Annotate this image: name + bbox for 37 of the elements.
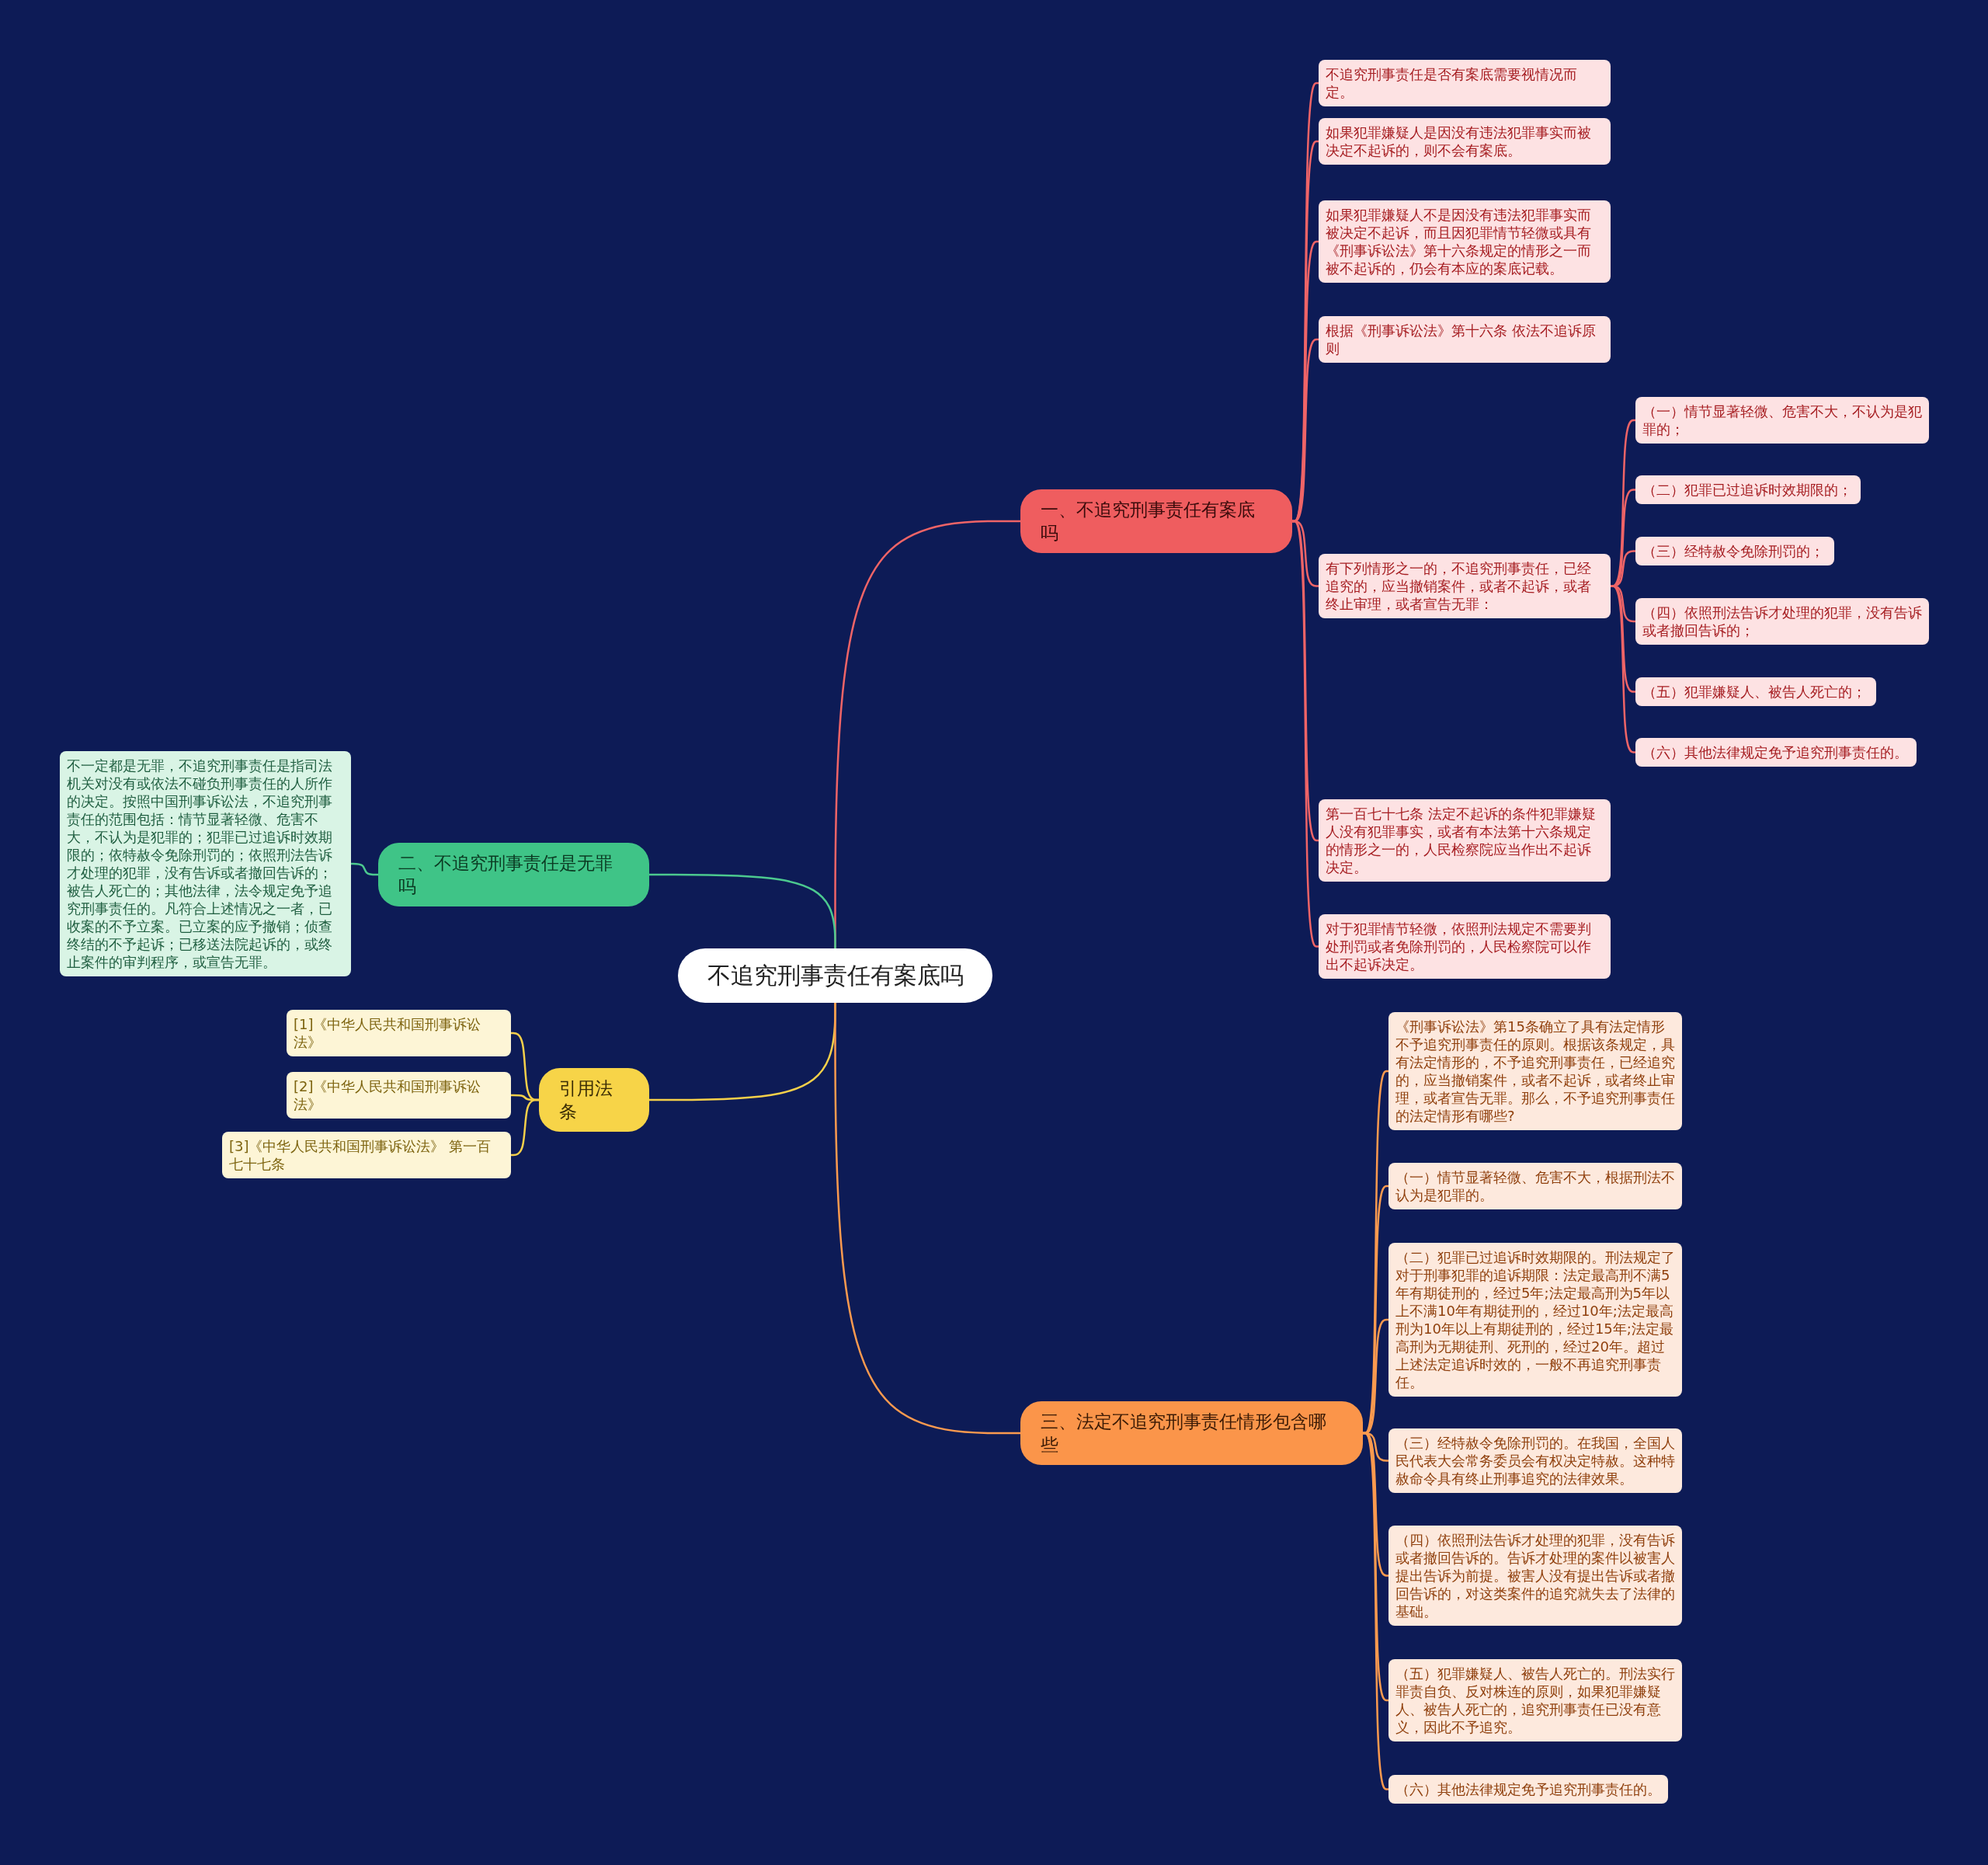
subtopic-card: 有下列情形之一的，不追究刑事责任，已经追究的，应当撤销案件，或者不起诉，或者终止审理，或者宣告无罪： <box>1319 554 1611 618</box>
subtopic-card: 根据《刑事诉讼法》第十六条 依法不追诉原则 <box>1319 316 1611 363</box>
subtopic-card: 不追究刑事责任是否有案底需要视情况而定。 <box>1319 60 1611 106</box>
subtopic-card: 对于犯罪情节轻微，依照刑法规定不需要判处刑罚或者免除刑罚的，人民检察院可以作出不起诉决定。 <box>1319 914 1611 979</box>
subtopic-card: （二）犯罪已过追诉时效期限的。刑法规定了对于刑事犯罪的追诉期限：法定最高刑不满5年有期徒刑的，经过5年;法定最高刑为5年以上不满10年有期徒刑的，经过10年;法定最高刑为10年以上有期徒刑的，经过15年;法定最高刑为无期徒刑、死刑的，经过20年。超过上述法定追诉时效的，一般不再追究刑事责任。 <box>1388 1243 1682 1397</box>
reference-card: [2]《中华人民共和国刑事诉讼法》 <box>287 1072 511 1119</box>
connector-line <box>1291 520 1319 948</box>
connector-line <box>1363 1185 1388 1435</box>
subtopic-card: 如果犯罪嫌疑人不是因没有违法犯罪事实而被决定不起诉，而且因犯罪情节轻微或具有《刑事诉讼法》第十六条规定的情形之一而被不起诉的，仍会有本应的案底记载。 <box>1319 200 1611 283</box>
connector-line <box>1611 585 1635 753</box>
branch-topic: 引用法条 <box>539 1068 649 1132</box>
connector-line <box>834 1003 1020 1435</box>
subtopic-card: 不一定都是无罪，不追究刑事责任是指司法机关对没有或依法不碰负刑事责任的人所作的决定。按照中国刑事诉讼法，不追究刑事责任的范围包括：情节显著轻微、危害不大，不认为是犯罪的；犯罪已过追诉时效期限的；依特赦令免除刑罚的；依照刑法告诉才处理的犯罪，没有告诉或者撤回告诉的；被告人死亡的；其他法律，法令规定免予追究刑事责任的。凡符合上述情况之一者，已收案的不予立案。已立案的应予撤销；侦查终结的不予起诉；已移送法院起诉的，或终止案件的审判程序，或宣告无罪。 <box>60 751 351 976</box>
reference-card: [3]《中华人民共和国刑事诉讼法》 第一百七十七条 <box>222 1132 511 1178</box>
central-topic: 不追究刑事责任有案底吗 <box>678 948 992 1003</box>
subtopic-card: （四）依照刑法告诉才处理的犯罪，没有告诉或者撤回告诉的； <box>1635 598 1929 645</box>
branch-topic: 二、不追究刑事责任是无罪吗 <box>378 843 649 906</box>
subtopic-card: （五）犯罪嫌疑人、被告人死亡的。刑法实行罪责自负、反对株连的原则，如果犯罪嫌疑人、被告人死亡的，追究刑事责任已没有意义，因此不予追究。 <box>1388 1659 1682 1741</box>
subtopic-card: （四）依照刑法告诉才处理的犯罪，没有告诉或者撤回告诉的。告诉才处理的案件以被害人提出告诉为前提。被害人没有提出告诉或者撤回告诉的，对这类案件的追究就失去了法律的基础。 <box>1388 1526 1682 1626</box>
subtopic-card: 第一百七十七条 法定不起诉的条件犯罪嫌疑人没有犯罪事实，或者有本法第十六条规定的情形之一的，人民检察院应当作出不起诉决定。 <box>1319 799 1611 882</box>
connector-line <box>351 862 378 876</box>
connector-line <box>511 1098 539 1157</box>
subtopic-card: （六）其他法律规定免予追究刑事责任的。 <box>1388 1775 1668 1804</box>
subtopic-card: （二）犯罪已过追诉时效期限的； <box>1635 475 1861 504</box>
subtopic-card: 如果犯罪嫌疑人是因没有违法犯罪事实而被决定不起诉的，则不会有案底。 <box>1319 118 1611 165</box>
branch-topic: 三、法定不追究刑事责任情形包含哪些 <box>1020 1401 1363 1465</box>
subtopic-card: （三）经特赦令免除刑罚的； <box>1635 537 1834 565</box>
connector-line <box>649 873 836 948</box>
subtopic-card: （三）经特赦令免除刑罚的。在我国，全国人民代表大会常务委员会有权决定特赦。这种特赦命令具有终止刑事追究的法律效果。 <box>1388 1428 1682 1493</box>
branch-topic: 一、不追究刑事责任有案底吗 <box>1020 489 1292 553</box>
subtopic-card: （一）情节显著轻微、危害不大，根据刑法不认为是犯罪的。 <box>1388 1163 1682 1209</box>
connector-line <box>1362 1432 1389 1790</box>
subtopic-card: 《刑事诉讼法》第15条确立了具有法定情形不予追究刑事责任的原则。根据该条规定，具有法定情形的，不予追究刑事责任，已经追究的，应当撤销案件，或者不起诉，或者终止审理，或者宣告无罪。那么，不予追究刑事责任的法定情形有哪些? <box>1388 1012 1682 1130</box>
subtopic-card: （六）其他法律规定免予追究刑事责任的。 <box>1635 738 1917 767</box>
reference-card: [1]《中华人民共和国刑事诉讼法》 <box>287 1010 511 1056</box>
subtopic-card: （一）情节显著轻微、危害不大，不认为是犯罪的； <box>1635 397 1929 444</box>
subtopic-card: （五）犯罪嫌疑人、被告人死亡的； <box>1635 677 1876 706</box>
